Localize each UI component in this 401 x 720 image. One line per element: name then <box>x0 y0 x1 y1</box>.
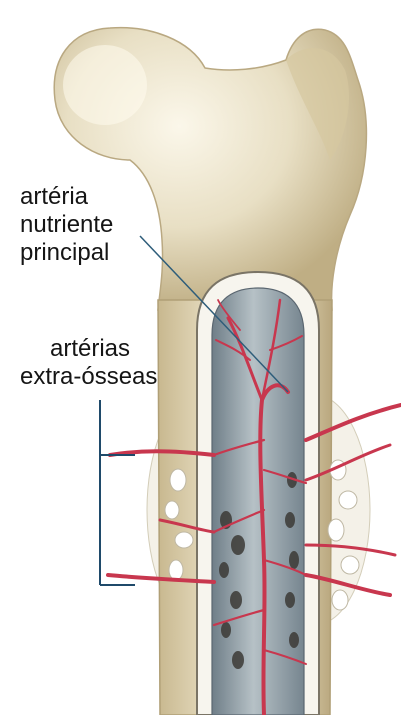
medullary-cavity <box>212 288 304 715</box>
extraosseous-label-line1: artérias <box>50 335 157 363</box>
extraosseous-arteries-label: artérias extra-ósseas <box>20 335 157 391</box>
nutrient-artery-label: artéria nutriente principal <box>20 183 113 267</box>
nutrient-artery-label-line1: artéria <box>20 183 113 211</box>
extraosseous-label-line2: extra-ósseas <box>20 363 157 391</box>
extraosseous-bracket <box>100 400 135 585</box>
femoral-head-highlight <box>63 45 147 125</box>
nutrient-artery-label-line3: principal <box>20 239 113 267</box>
nutrient-artery-label-line2: nutriente <box>20 211 113 239</box>
